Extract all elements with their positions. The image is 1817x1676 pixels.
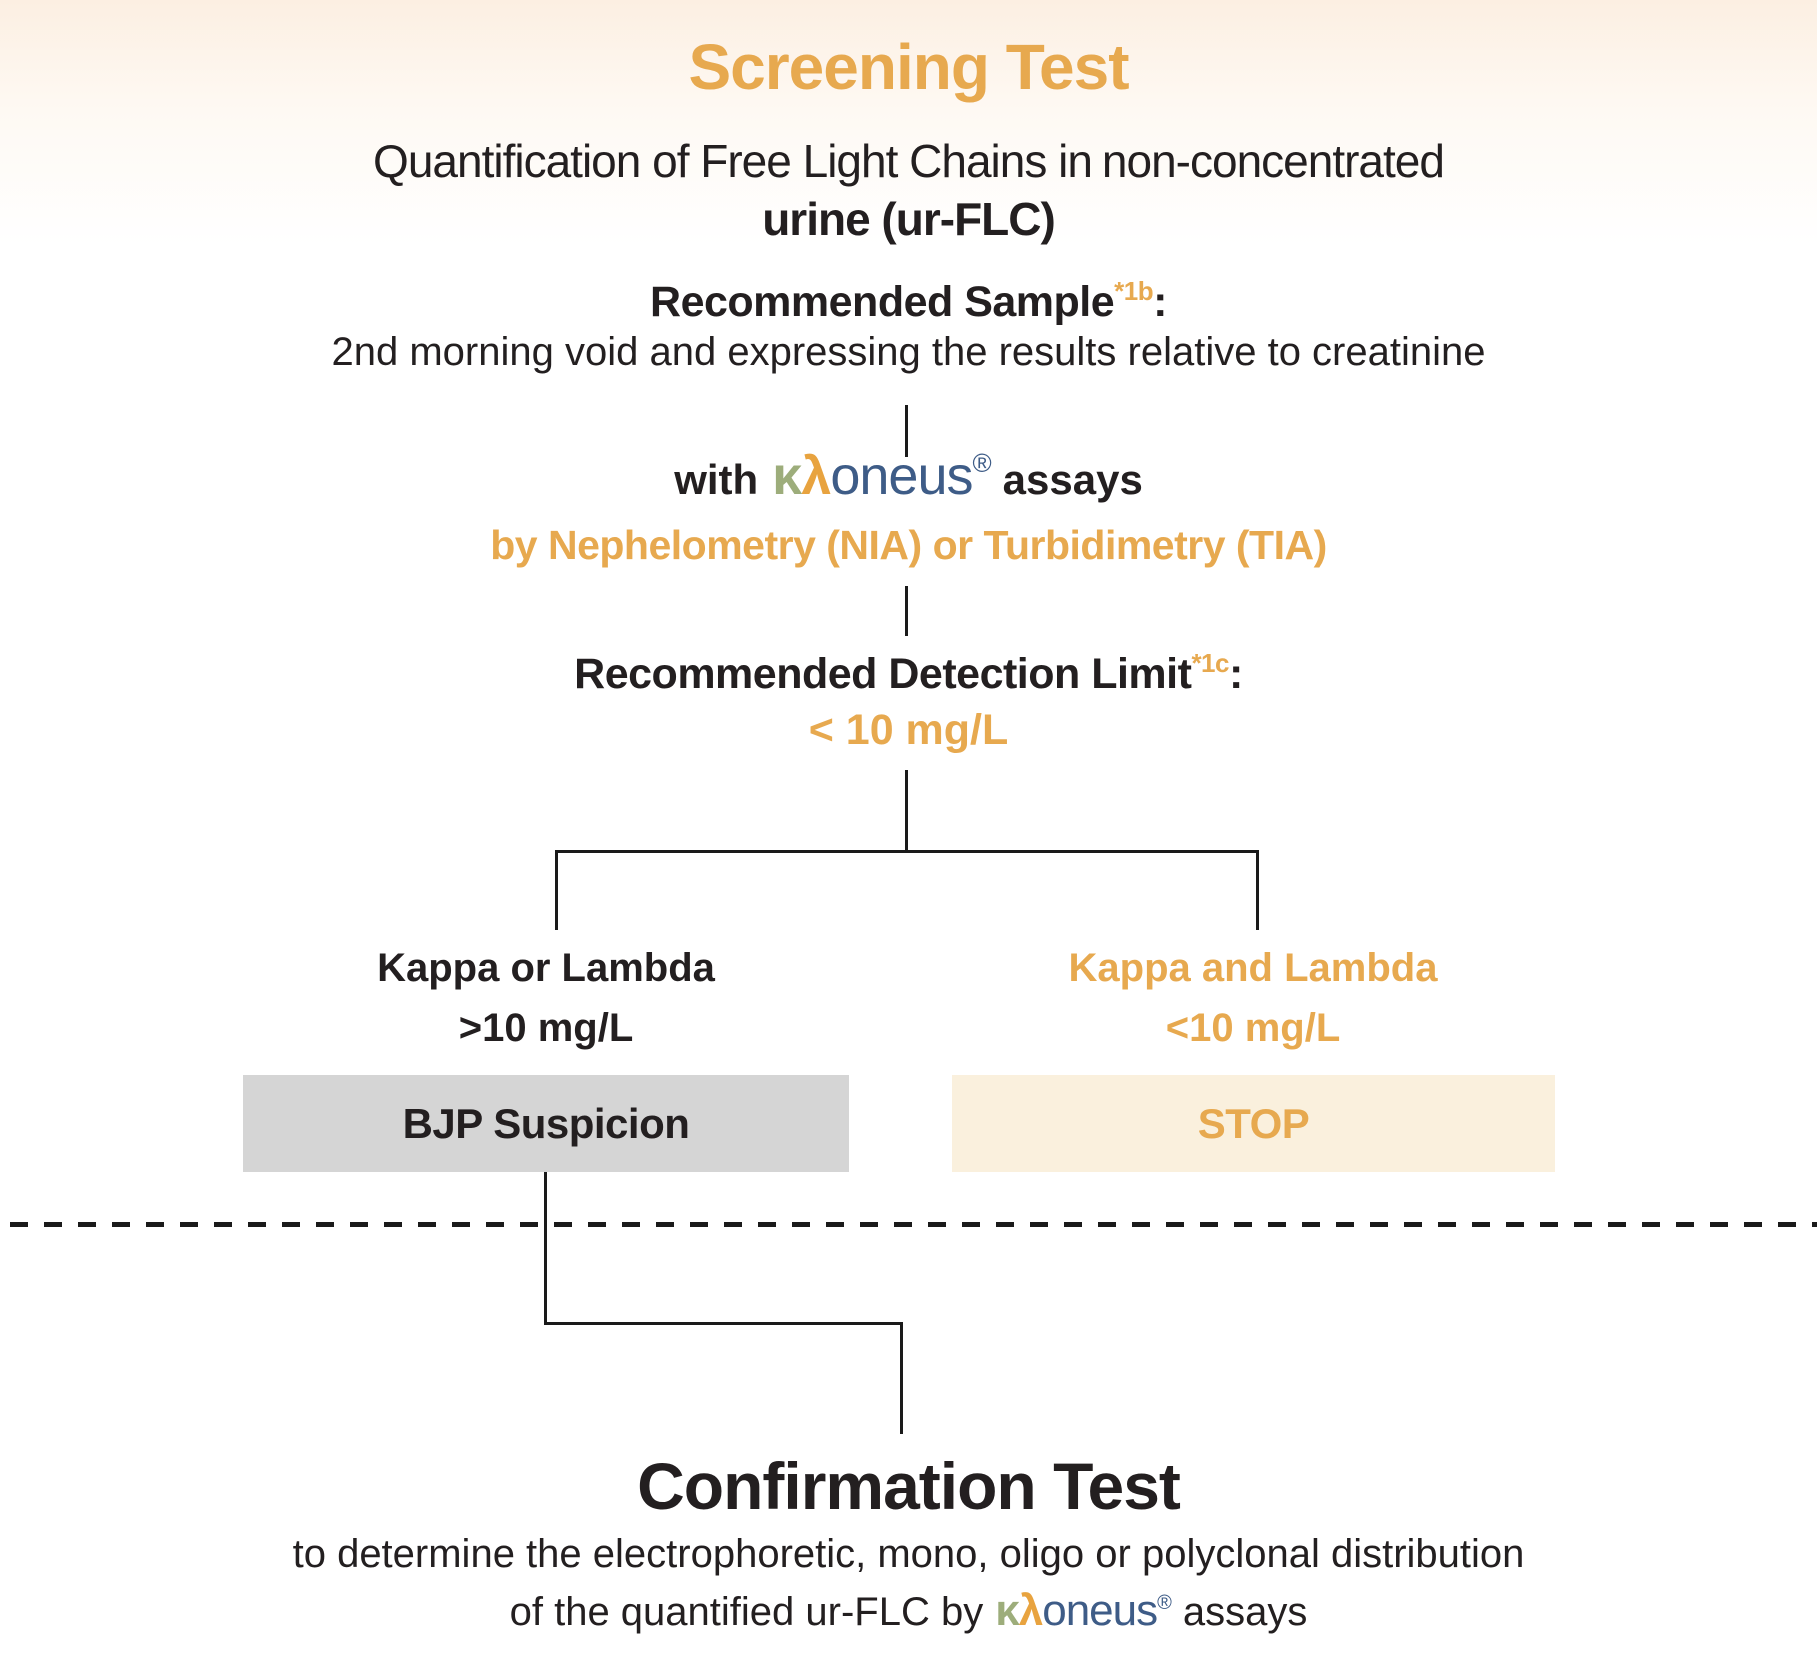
right-branch-criterion: Kappa and Lambda <10 mg/L [953, 942, 1553, 1054]
logo-lambda-glyph: λ [801, 446, 831, 506]
sample-colon: : [1153, 278, 1167, 326]
sample-detail-text: 2nd morning void and expressing the resu… [331, 330, 1486, 374]
branch-right-drop-line [1256, 850, 1259, 930]
logo-kappa-glyph: κ [772, 446, 802, 506]
kloneus-logo: κλoneus® [772, 446, 991, 506]
bjp-suspicion-box: BJP Suspicion [243, 1075, 849, 1172]
right-criterion-line2: <10 mg/L [1165, 1006, 1341, 1050]
branch-horizontal-line [555, 850, 1259, 853]
elbow-connector-down-line [544, 1172, 547, 1325]
right-criterion-line1: Kappa and Lambda [1068, 946, 1438, 990]
branch-left-drop-line [555, 850, 558, 930]
left-criterion-line1: Kappa or Lambda [377, 946, 715, 990]
bjp-suspicion-label: BJP Suspicion [402, 1099, 690, 1147]
subtitle-bold-part: Quantification of Free Light Chains in [373, 135, 1093, 187]
connector-line-1 [905, 405, 908, 457]
recommended-sample-label: Recommended Sample*1b: [0, 276, 1817, 327]
confirmation-desc-prefix: of the quantified ur-FLC by [509, 1590, 984, 1634]
stop-label: STOP [1197, 1099, 1310, 1147]
screening-subtitle-line2: urine (ur-FLC) [762, 193, 1056, 245]
sample-footnote-superscript: *1b [1114, 276, 1154, 306]
detection-footnote-superscript: *1c [1191, 648, 1229, 678]
detection-limit-value: < 10 mg/L [808, 706, 1009, 754]
registered-trademark-icon-small: ® [1157, 1592, 1172, 1614]
elbow-connector-final-drop-line [900, 1322, 903, 1434]
screening-title: Screening Test [688, 31, 1129, 103]
left-criterion-line2: >10 mg/L [458, 1006, 634, 1050]
connector-line-3 [905, 770, 908, 852]
connector-line-2 [905, 586, 908, 636]
logo-lambda-glyph-small: λ [1018, 1586, 1044, 1635]
recommended-sample-text: Recommended Sample [650, 278, 1115, 326]
section-divider-dashed-line [0, 1222, 1817, 1227]
detection-limit-label: Recommended Detection Limit*1c: [0, 648, 1817, 699]
elbow-connector-horizontal-line [544, 1322, 903, 1325]
confirmation-description-line1: to determine the electrophoretic, mono, … [292, 1532, 1525, 1576]
confirmation-title: Confirmation Test [637, 1449, 1181, 1523]
detection-limit-text: Recommended Detection Limit [574, 650, 1192, 698]
kloneus-logo-small: κλoneus® [995, 1586, 1172, 1635]
method-line: by Nephelometry (NIA) or Turbidimetry (T… [490, 522, 1327, 568]
assays-label: assays [1002, 456, 1143, 503]
with-label: with [674, 456, 759, 503]
detection-colon: : [1228, 650, 1243, 698]
subtitle-regular-part: non-concentrated [1101, 135, 1445, 187]
stop-box: STOP [952, 1075, 1555, 1172]
logo-oneus-text: oneus [830, 446, 973, 506]
confirmation-desc-suffix: assays [1182, 1590, 1308, 1634]
logo-oneus-text-small: oneus [1042, 1586, 1158, 1635]
registered-trademark-icon: ® [972, 448, 991, 478]
logo-kappa-glyph-small: κ [995, 1586, 1020, 1635]
left-branch-criterion: Kappa or Lambda >10 mg/L [246, 942, 846, 1054]
